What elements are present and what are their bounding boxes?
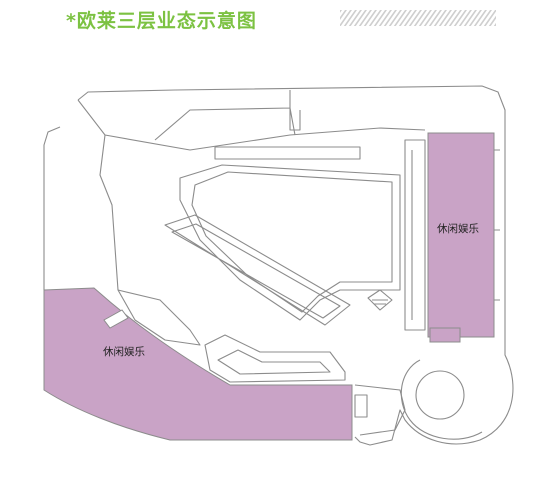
building-outline — [43, 85, 514, 446]
south-corridor-edge — [354, 384, 406, 436]
title-decoration-stripes — [340, 10, 496, 26]
east-service-column — [404, 139, 426, 331]
south-inner-room — [204, 334, 346, 383]
north-corridor — [77, 99, 426, 291]
zone-label-east: 休闲娱乐 — [437, 222, 479, 235]
rotunda-core — [415, 370, 465, 420]
south-east-kiosk — [354, 394, 368, 418]
zone-east-block[interactable]: 休闲娱乐 — [427, 132, 495, 343]
east-door-marks — [494, 149, 500, 301]
map-title: *欧莱三层业态示意图 — [66, 10, 257, 32]
zone-southwest-block[interactable]: 休闲娱乐 — [43, 287, 353, 441]
diagonal-corridor — [154, 90, 301, 141]
atrium-void — [191, 171, 393, 313]
central-atrium — [179, 164, 401, 321]
north-shop — [214, 146, 361, 160]
stair-block — [367, 289, 393, 311]
rotunda — [400, 359, 483, 440]
zone-label-southwest: 休闲娱乐 — [103, 345, 145, 358]
diagonal-bridge — [164, 214, 351, 326]
west-inner-room — [117, 289, 201, 346]
